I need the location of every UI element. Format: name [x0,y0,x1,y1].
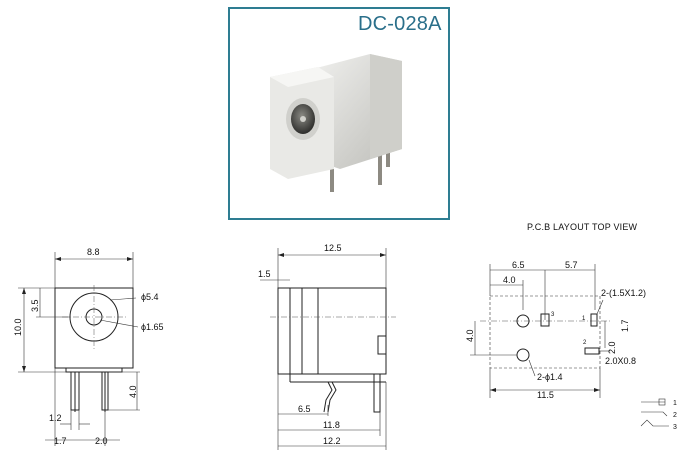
pcb-pin1-label: 1 [582,316,586,322]
side-dim-c-label: 12.2 [323,436,341,446]
front-pin-offset-label: 1.7 [54,436,67,446]
schematic-pin3-label: 3 [673,424,677,431]
front-hole-inner-label: ϕ1.65 [141,322,164,332]
pcb-pad-size-label: 2.0X0.8 [605,356,636,366]
pcb-layout-heading: P.C.B LAYOUT TOP VIEW [527,222,638,232]
front-width-label: 8.8 [87,247,100,257]
product-title: DC-028A [358,13,442,35]
front-view-drawing: 8.8 10.0 3.5 ϕ5.4 ϕ1.65 4.0 1.2 1.7 2.0 [13,247,164,446]
side-flange-label: 1.5 [258,269,271,279]
pcb-slot-spec-label: 2-(1.5X1.2) [601,288,646,298]
pcb-dim-a-label: 6.5 [512,260,525,270]
schematic-symbol: 1 2 3 [640,398,677,431]
pcb-hole-spec-label: 2-ϕ1.4 [537,372,563,382]
pcb-pin2-label: 2 [583,340,587,346]
pcb-pin3-label: 3 [551,312,555,318]
pcb-dim-c-label: 4.0 [503,275,516,285]
front-height-label: 10.0 [13,318,23,336]
pcb-pad2-label: 2.0 [607,341,617,354]
front-offset-label: 3.5 [30,299,40,312]
side-top-width-label: 12.5 [324,243,342,253]
front-pin-length-label: 4.0 [128,385,138,398]
pcb-layout-drawing: 6.5 5.7 4.0 3 1 2 2-(1.5X1.2) 4.0 1.7 2.… [465,260,677,431]
side-dim-a-label: 6.5 [298,404,311,414]
pcb-total-width-label: 11.5 [537,390,554,400]
front-pin-pitch-label: 2.0 [95,436,108,446]
schematic-pin1-label: 1 [673,400,677,407]
product-photo [270,54,402,192]
schematic-pin2-label: 2 [673,412,677,419]
pcb-gap-label: 1.7 [620,319,630,332]
front-hole-outer-label: ϕ5.4 [141,292,159,302]
side-dim-b-label: 11.8 [323,420,340,430]
side-view-drawing: 12.5 1.5 6.5 11.8 12.2 [258,243,396,450]
pcb-height-label: 4.0 [465,329,475,342]
pcb-dim-b-label: 5.7 [565,260,578,270]
